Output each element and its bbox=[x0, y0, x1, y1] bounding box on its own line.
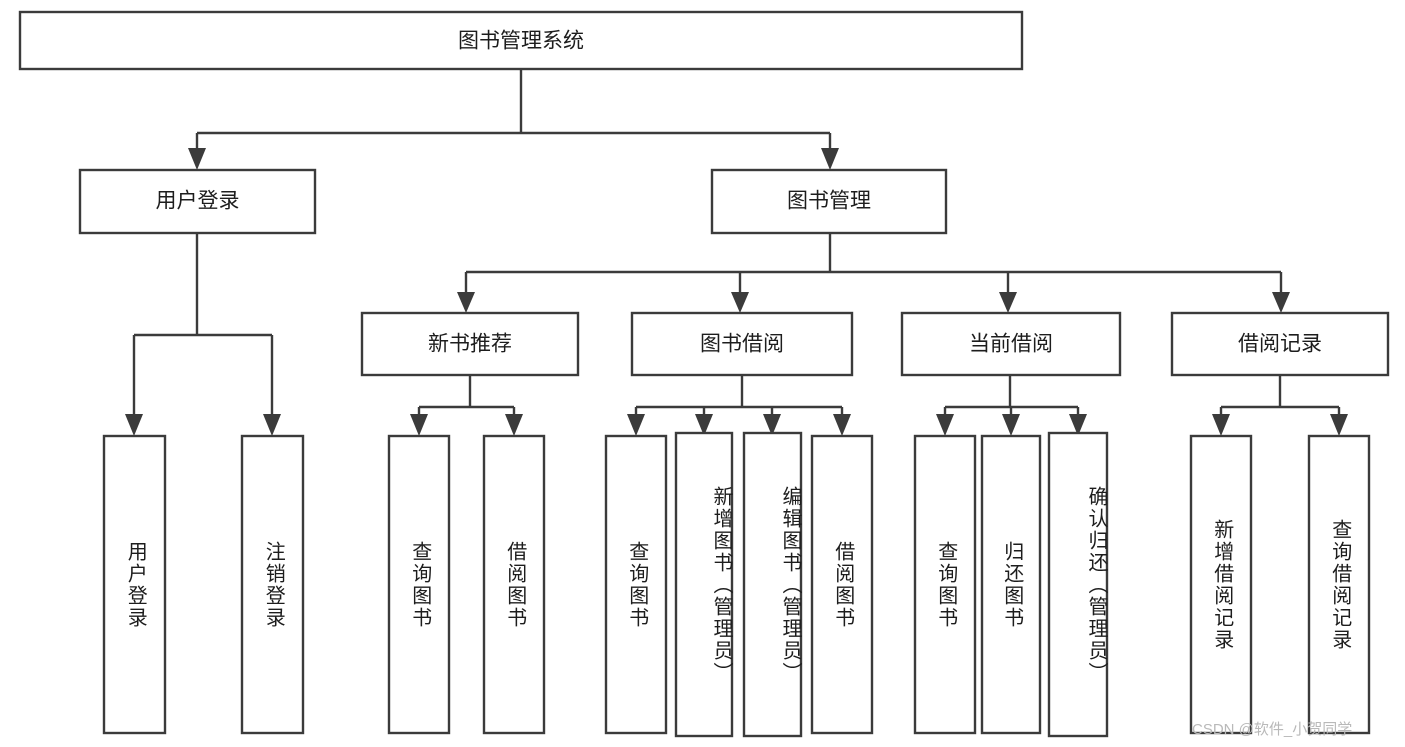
node-book-borrow-box[interactable] bbox=[630, 311, 854, 377]
leaf-br-query-record-box[interactable] bbox=[1307, 434, 1371, 735]
node-current-borrow-label: 当前借阅 bbox=[969, 333, 1053, 356]
leaf-br-add-record-box[interactable] bbox=[1189, 434, 1253, 735]
leaf-bb-query-book-box[interactable] bbox=[604, 434, 668, 735]
arrow-head-book-manage bbox=[821, 148, 839, 170]
node-layer: 图书管理系统 用户登录 图书管理 新书推荐 图书借阅 当前借阅 借阅记录 bbox=[18, 10, 1390, 738]
leaf-bb-edit-book-box[interactable] bbox=[742, 431, 803, 738]
node-root-label: 图书管理系统 bbox=[458, 30, 584, 53]
arrow-head-bb-leaf-1 bbox=[627, 414, 645, 436]
node-current-borrow-box[interactable] bbox=[900, 311, 1122, 377]
node-new-book-recommend-label: 新书推荐 bbox=[428, 333, 512, 356]
node-book-manage-box[interactable] bbox=[710, 168, 948, 235]
node-borrow-record-box[interactable] bbox=[1170, 311, 1390, 377]
arrow-head-user-login bbox=[188, 148, 206, 170]
arrow-head-cb-leaf-1 bbox=[936, 414, 954, 436]
arrow-head-bb-leaf-2 bbox=[695, 414, 713, 436]
node-book-manage-label: 图书管理 bbox=[787, 190, 871, 213]
connector-layer bbox=[125, 69, 1348, 436]
arrow-head-leaf-user-login bbox=[125, 414, 143, 436]
node-user-login-label: 用户登录 bbox=[156, 190, 240, 213]
node-book-borrow-label: 图书借阅 bbox=[700, 333, 784, 356]
arrow-head-leaf-logout bbox=[263, 414, 281, 436]
leaf-cb-query-book-box[interactable] bbox=[913, 434, 977, 735]
arrow-head-cb-leaf-2 bbox=[1002, 414, 1020, 436]
arrow-head-new-book-recommend bbox=[457, 292, 475, 313]
leaf-cb-return-book-box[interactable] bbox=[980, 434, 1042, 735]
arrow-head-bb-leaf-3 bbox=[763, 414, 781, 436]
arrow-head-br-leaf-1 bbox=[1212, 414, 1230, 436]
arrow-head-current-borrow bbox=[999, 292, 1017, 313]
arrow-head-book-borrow bbox=[731, 292, 749, 313]
arrow-head-nbr-leaf-2 bbox=[505, 414, 523, 436]
arrow-head-cb-leaf-3 bbox=[1069, 414, 1087, 436]
leaf-logout-box[interactable] bbox=[240, 434, 305, 735]
node-borrow-record-label: 借阅记录 bbox=[1238, 333, 1322, 356]
node-user-login-box[interactable] bbox=[78, 168, 317, 235]
arrow-head-br-leaf-2 bbox=[1330, 414, 1348, 436]
leaf-bb-add-book-box[interactable] bbox=[674, 431, 734, 738]
arrow-head-borrow-record bbox=[1272, 292, 1290, 313]
node-new-book-recommend-box[interactable] bbox=[360, 311, 580, 377]
leaf-bb-borrow-book-box[interactable] bbox=[810, 434, 874, 735]
leaf-nbr-borrow-book-box[interactable] bbox=[482, 434, 546, 735]
leaf-cb-confirm-return-box[interactable] bbox=[1047, 431, 1109, 738]
leaf-nbr-query-book-box[interactable] bbox=[387, 434, 451, 735]
leaf-user-login-box[interactable] bbox=[102, 434, 167, 735]
node-root-box[interactable] bbox=[18, 10, 1024, 71]
arrow-head-bb-leaf-4 bbox=[833, 414, 851, 436]
csdn-watermark: CSDN @软件_小贺同学 bbox=[1192, 721, 1353, 738]
arrow-head-nbr-leaf-1 bbox=[410, 414, 428, 436]
